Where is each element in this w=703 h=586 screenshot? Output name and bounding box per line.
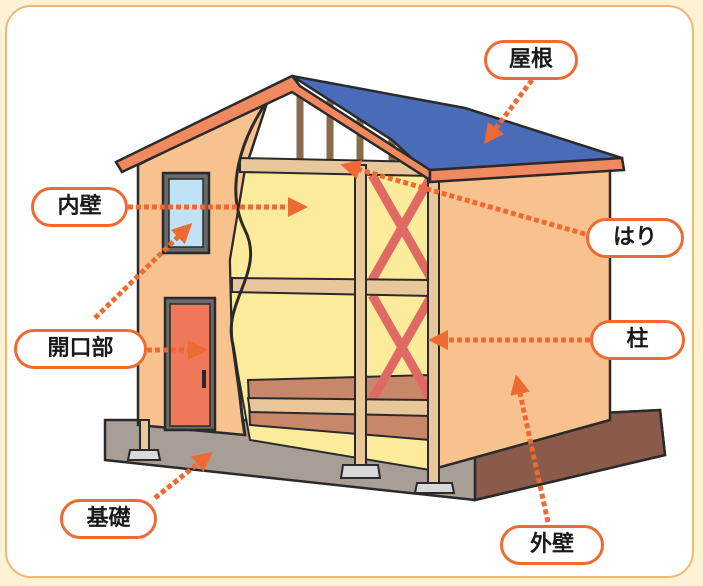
- label-sotokabe: 外壁: [500, 525, 604, 565]
- label-uchikabe: 内壁: [31, 187, 128, 227]
- arrow-yane: [484, 78, 534, 144]
- arrow-hari: [340, 160, 586, 237]
- label-hari: はり: [586, 218, 684, 258]
- window: [161, 171, 211, 255]
- arrow-kiso: [153, 451, 213, 500]
- label-kiso: 基礎: [60, 499, 157, 539]
- label-hashira: 柱: [590, 320, 685, 360]
- label-yane: 屋根: [484, 40, 578, 80]
- label-kaikoubu: 開口部: [14, 329, 147, 369]
- roof: [114, 74, 626, 184]
- pointer-arrows: [93, 78, 590, 523]
- arrow-kaikoubu: [93, 223, 193, 320]
- door: [163, 296, 217, 432]
